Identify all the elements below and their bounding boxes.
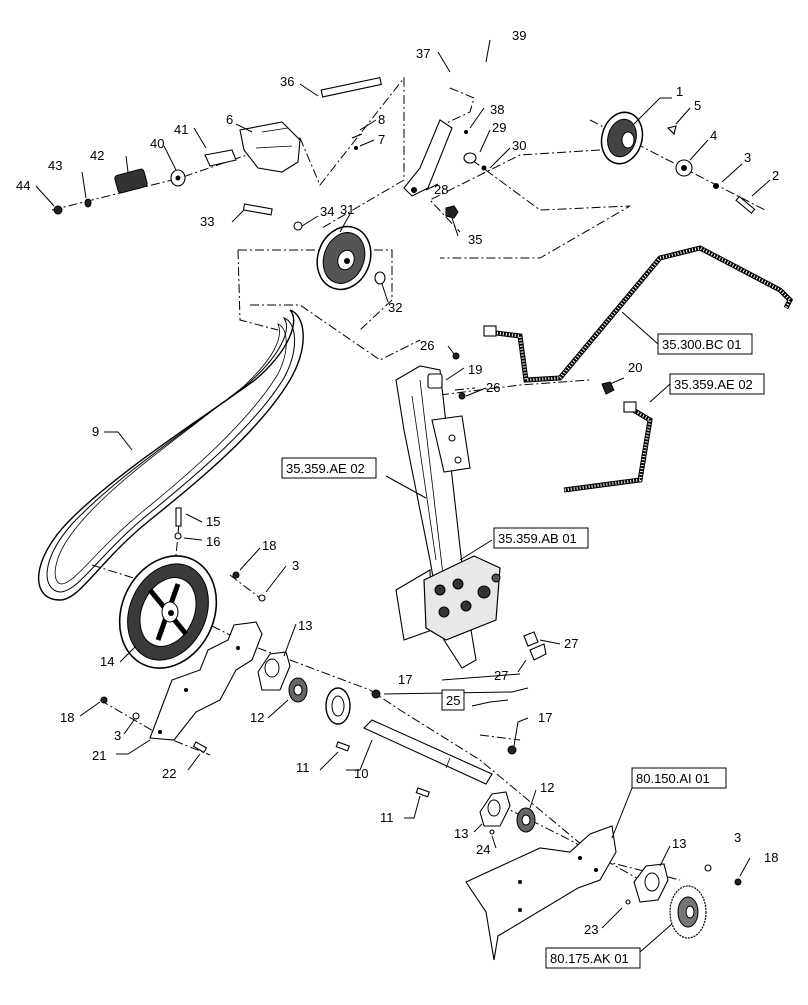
- spring: [114, 168, 148, 194]
- callout-25: 25: [446, 693, 460, 708]
- callout-13: 13: [672, 836, 686, 851]
- reference-boxes: 35.300.BC 01 35.359.AE 02 35.359.AE 02 3…: [281, 333, 765, 969]
- strap: [204, 149, 237, 167]
- svg-text:35.359.AE 02: 35.359.AE 02: [674, 377, 753, 392]
- callout-11: 11: [296, 760, 310, 775]
- ref-35-359-ae-02-left[interactable]: 35.359.AE 02: [281, 457, 377, 479]
- callout-25-box: 25: [441, 689, 465, 711]
- callout-3: 3: [734, 830, 741, 845]
- drive-belt: [38, 309, 304, 601]
- svg-text:35.359.AB 01: 35.359.AB 01: [498, 531, 577, 546]
- ref-35-359-ae-02-right[interactable]: 35.359.AE 02: [669, 373, 765, 395]
- callout-3: 3: [292, 558, 299, 573]
- callout-27: 27: [564, 636, 578, 651]
- callout-35: 35: [468, 232, 482, 247]
- left-side-plate: [100, 571, 266, 754]
- callout-17: 17: [398, 672, 412, 687]
- callout-7: 7: [378, 132, 385, 147]
- callout-15: 15: [206, 514, 220, 529]
- callout-44: 44: [16, 178, 30, 193]
- callout-13: 13: [298, 618, 312, 633]
- shaft-assembly: [257, 651, 536, 835]
- callout-21: 21: [92, 748, 106, 763]
- svg-text:35.300.BC 01: 35.300.BC 01: [662, 337, 742, 352]
- callout-32: 32: [388, 300, 402, 315]
- svg-text:80.175.AK 01: 80.175.AK 01: [550, 951, 629, 966]
- idler-arm: [403, 119, 453, 197]
- callout-12: 12: [540, 780, 554, 795]
- hydraulic-tubes: [483, 245, 794, 493]
- callout-24: 24: [476, 842, 490, 857]
- idler-pulley: [316, 225, 372, 291]
- callout-4: 4: [710, 128, 717, 143]
- callout-37: 37: [416, 46, 430, 61]
- callout-20: 20: [628, 360, 642, 375]
- callout-23: 23: [584, 922, 598, 937]
- callout-22: 22: [162, 766, 176, 781]
- callout-30: 30: [512, 138, 526, 153]
- tensioner-bracket-group: [53, 76, 382, 215]
- ref-80-150-ai-01[interactable]: 80.150.AI 01: [631, 767, 727, 789]
- callout-19: 19: [468, 362, 482, 377]
- callout-31: 31: [340, 202, 354, 217]
- callout-14: 14: [100, 654, 114, 669]
- bolt-44: [53, 205, 63, 215]
- callout-43: 43: [48, 158, 62, 173]
- nut-43: [84, 198, 92, 208]
- callout-6: 6: [226, 112, 233, 127]
- ref-80-175-ak-01[interactable]: 80.175.AK 01: [545, 947, 641, 969]
- threaded-rod: [320, 76, 382, 98]
- washer-29: [463, 152, 477, 164]
- callout-36: 36: [280, 74, 294, 89]
- callout-18: 18: [262, 538, 276, 553]
- drive-pulley-group: [600, 111, 756, 214]
- callout-16: 16: [206, 534, 220, 549]
- callout-41: 41: [174, 122, 188, 137]
- callout-12: 12: [250, 710, 264, 725]
- callout-28: 28: [434, 182, 448, 197]
- lower-pulley: [118, 507, 218, 669]
- callout-9: 9: [92, 424, 99, 439]
- svg-text:80.150.AI 01: 80.150.AI 01: [636, 771, 710, 786]
- callout-27: 27: [494, 668, 508, 683]
- callout-29: 29: [492, 120, 506, 135]
- right-side-plate: [465, 825, 742, 961]
- callout-10: 10: [354, 766, 368, 781]
- assembly-centerlines: [51, 76, 766, 881]
- callout-33: 33: [200, 214, 214, 229]
- callout-26: 26: [486, 380, 500, 395]
- callout-5: 5: [694, 98, 701, 113]
- callout-18: 18: [764, 850, 778, 865]
- nut-35: [445, 205, 459, 219]
- callout-39: 39: [512, 28, 526, 43]
- callout-42: 42: [90, 148, 104, 163]
- lift-column: [395, 352, 547, 669]
- callout-8: 8: [378, 112, 385, 127]
- callout-1: 1: [676, 84, 683, 99]
- callout-labels: 1 2 3 4 5 6 7 8 9 10 11 11 12 12 13 13 1…: [16, 28, 779, 937]
- callout-2: 2: [772, 168, 779, 183]
- callout-3: 3: [114, 728, 121, 743]
- callout-18: 18: [60, 710, 74, 725]
- ref-35-359-ab-01[interactable]: 35.359.AB 01: [493, 527, 589, 549]
- callout-13: 13: [454, 826, 468, 841]
- ref-35-300-bc-01[interactable]: 35.300.BC 01: [657, 333, 753, 355]
- callout-34: 34: [320, 204, 334, 219]
- callout-3: 3: [744, 150, 751, 165]
- svg-text:35.359.AE 02: 35.359.AE 02: [286, 461, 365, 476]
- callout-26: 26: [420, 338, 434, 353]
- callout-11: 11: [380, 810, 394, 825]
- callout-40: 40: [150, 136, 164, 151]
- callout-17: 17: [538, 710, 552, 725]
- control-valve: [423, 555, 501, 641]
- leader-lines: [35, 39, 771, 953]
- callout-38: 38: [490, 102, 504, 117]
